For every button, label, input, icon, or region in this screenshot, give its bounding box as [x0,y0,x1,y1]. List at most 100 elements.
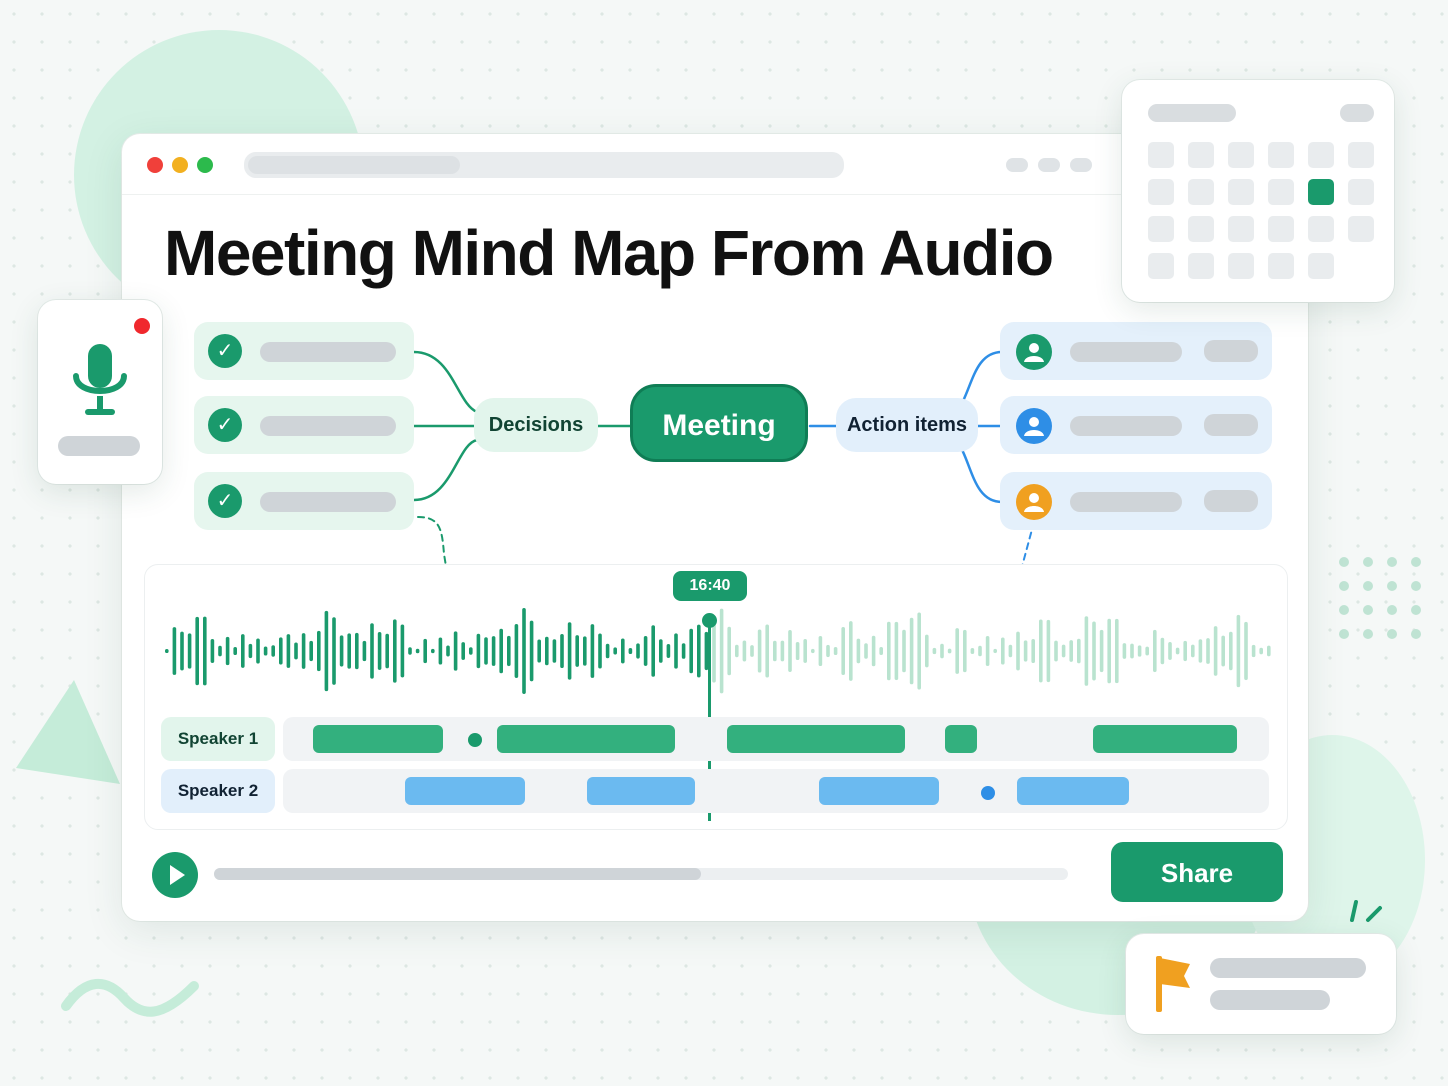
waveform-bar [438,637,443,665]
waveform-bar [324,610,329,692]
calendar-day[interactable] [1348,142,1374,168]
minimize-window-button[interactable] [172,157,188,173]
speaker-2-segment[interactable] [1017,777,1129,805]
calendar-day[interactable] [1268,179,1294,205]
toolbar-button[interactable] [1070,158,1092,172]
waveform-bar [453,631,458,671]
waveform-bar [469,647,473,655]
waveform-bar [347,633,351,669]
waveform-bar [1137,645,1142,657]
close-window-button[interactable] [147,157,163,173]
calendar-day[interactable] [1268,216,1294,242]
calendar-day[interactable] [1348,179,1374,205]
decision-link-marker [468,733,482,747]
calendar-day[interactable] [1188,216,1214,242]
waveform-bar [1198,639,1203,663]
decision-text-placeholder [260,492,396,512]
decor-spark-marks [1350,900,1382,922]
calendar-day[interactable] [1228,179,1254,205]
decor-triangle [16,680,120,784]
decision-item[interactable]: ✓ [194,322,414,380]
action-item[interactable] [1000,322,1272,380]
decision-item[interactable]: ✓ [194,472,414,530]
speaker-1-segment[interactable] [1093,725,1237,753]
progress-track[interactable] [214,868,1068,880]
waveform-bar [1061,644,1066,658]
action-item[interactable] [1000,396,1272,454]
waveform-bar [370,623,374,679]
calendar-day[interactable] [1188,253,1214,279]
speaker-1-segment[interactable] [497,725,675,753]
playhead-handle[interactable] [702,613,717,628]
flag-card[interactable] [1126,934,1396,1034]
calendar-day[interactable] [1148,253,1174,279]
waveform-bar [902,629,906,673]
calendar-day[interactable] [1228,142,1254,168]
calendar-day[interactable] [1188,179,1214,205]
meeting-center-node[interactable]: Meeting [630,384,808,462]
waveform-bar [514,624,519,678]
audio-waveform[interactable] [145,595,1287,705]
speaker-1-segment[interactable] [727,725,905,753]
speaker-2-segment[interactable] [405,777,525,805]
speaker-2-segment[interactable] [819,777,939,805]
calendar-day[interactable] [1228,216,1254,242]
waveform-bar [704,631,709,671]
speaker-1-segment[interactable] [945,725,977,753]
microphone-icon [73,344,127,415]
action-items-node[interactable]: Action items [836,398,978,452]
decor-dot-grid [1339,557,1421,639]
waveform-bar [1115,618,1119,684]
waveform-bar [393,619,397,683]
calendar-day[interactable] [1348,216,1374,242]
action-owner-placeholder [1204,490,1258,512]
calendar-day[interactable] [1308,179,1334,205]
waveform-bar [172,627,177,675]
calendar-day[interactable] [1308,253,1334,279]
waveform-bar [598,633,602,669]
recording-card[interactable] [38,300,162,484]
waveform-bar [271,645,275,657]
calendar-day[interactable] [1308,142,1334,168]
waveform-bar [1046,619,1051,683]
toolbar-button[interactable] [1006,158,1028,172]
waveform-bar [1084,616,1089,686]
decision-item[interactable]: ✓ [194,396,414,454]
calendar-day[interactable] [1148,179,1174,205]
calendar-day[interactable] [1228,253,1254,279]
maximize-window-button[interactable] [197,157,213,173]
waveform-bar [241,634,245,668]
speaker-2-label: Speaker 2 [161,769,275,813]
calendar-day[interactable] [1148,216,1174,242]
calendar-day[interactable] [1188,142,1214,168]
action-item[interactable] [1000,472,1272,530]
decisions-node[interactable]: Decisions [474,398,598,452]
waveform-bar [423,638,427,664]
waveform-bar [400,624,405,678]
waveform-bar [1259,647,1263,655]
waveform-bar [735,644,739,658]
waveform-bar [415,648,420,654]
waveform-bar [491,636,496,666]
waveform-bar [818,635,823,667]
waveform-bar [575,635,579,667]
waveform-bar [187,633,192,669]
calendar-day[interactable] [1268,253,1294,279]
calendar-day[interactable] [1308,216,1334,242]
waveform-bar [1054,640,1058,662]
calendar-card[interactable] [1122,80,1394,302]
speaker-1-segment[interactable] [313,725,443,753]
waveform-bar [248,643,253,659]
waveform-bar [712,619,716,683]
play-button[interactable] [152,852,198,898]
waveform-bar [841,626,845,676]
action-owner-placeholder [1204,414,1258,436]
calendar-day[interactable] [1148,142,1174,168]
waveform-bar [1145,646,1149,656]
waveform-bar [476,633,481,669]
speaker-1-label: Speaker 1 [161,717,275,761]
toolbar-button[interactable] [1038,158,1060,172]
share-button[interactable]: Share [1111,842,1283,902]
calendar-day[interactable] [1268,142,1294,168]
speaker-2-segment[interactable] [587,777,695,805]
